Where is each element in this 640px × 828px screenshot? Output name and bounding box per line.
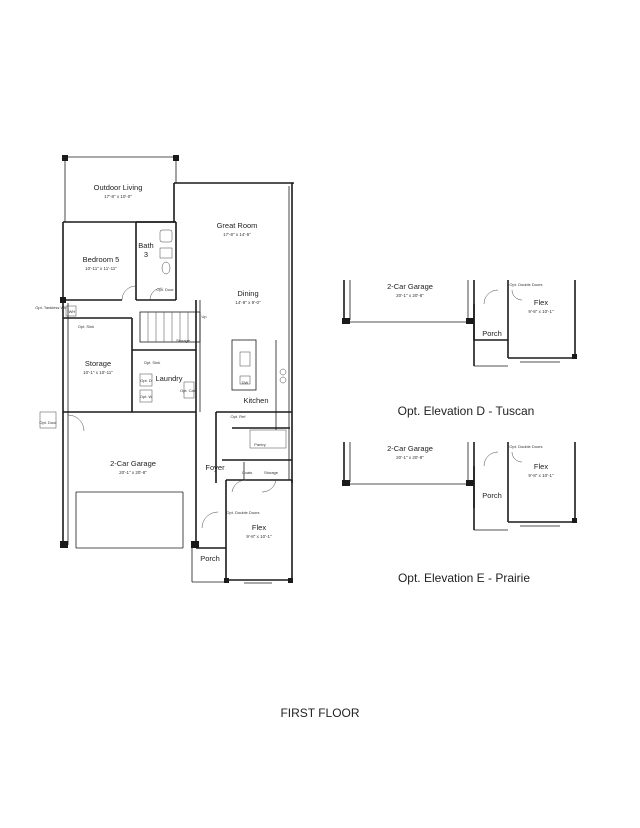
bath-3-walls [136,221,177,301]
coats-label: Coats [242,470,252,475]
elev-d-opt-double-doors: Opt. Double Doors [509,282,542,287]
kitchen-counters [216,339,292,449]
elev-e-garage-dim: 20'-1" x 20'-8" [396,455,424,460]
laundry-opt-dryer: Opt. D [140,378,152,383]
staircase [139,300,201,412]
porch-label: Porch [200,554,220,563]
great-room-dim: 17'-8" x 14'-5" [223,232,251,237]
elev-e-flex-dim: 9'-8" x 10'-1" [528,473,554,478]
flex-label: Flex [252,523,266,532]
dining-dim: 14'-8" x 9'-0" [235,300,261,305]
elev-d-porch-label: Porch [482,329,502,338]
elev-e-opt-double-doors: Opt. Double Doors [509,444,542,449]
elevation-e-plan [342,442,577,531]
dining-label: Dining [237,289,258,298]
foyer-flex-porch-walls [191,412,293,584]
garage-opt-door: Opt. Door [39,420,57,425]
storage-label: Storage [85,359,111,368]
elev-d-garage-label: 2-Car Garage [387,282,433,291]
elev-e-flex-label: Flex [534,462,548,471]
elev-d-flex-dim: 9'-8" x 10'-1" [528,309,554,314]
bath-3-number: 3 [144,250,148,259]
laundry-label: Laundry [155,374,182,383]
laundry-opt-sink: Opt. Sink [144,360,160,365]
outdoor-living-label: Outdoor Living [94,183,143,192]
elev-d-garage-dim: 20'-1" x 20'-8" [396,293,424,298]
stair-storage-label: Storage [176,338,191,343]
great-room-walls [173,182,294,483]
outdoor-living-area [62,155,179,222]
laundry-walls [132,349,196,403]
elev-d-flex-label: Flex [534,298,548,307]
laundry-opt-cab: Opt. Cab [180,388,197,393]
elevation-e-labels: 2-Car Garage 20'-1" x 20'-8" Opt. Double… [387,444,554,585]
garage-label: 2-Car Garage [110,459,156,468]
elev-e-garage-label: 2-Car Garage [387,444,433,453]
elev-e-caption: Opt. Elevation E - Prairie [398,571,530,585]
kitchen-label: Kitchen [243,396,268,405]
bedroom-5-dim: 10'-11" x 11'-11" [85,266,117,271]
stair-up-label: Up [201,314,207,319]
pantry-label: Pantry [254,442,266,447]
opt-tankless-label: Opt. Tankless Wtr [35,305,67,310]
garage-storage-walls [39,297,199,549]
bedroom-5-label: Bedroom 5 [83,255,120,264]
foyer-storage-label: Storage [264,470,279,475]
foyer-label: Foyer [205,463,225,472]
elev-d-caption: Opt. Elevation D - Tuscan [398,404,535,418]
outdoor-living-dim: 17'-8" x 10'-0" [104,194,132,199]
main-plan-labels: Outdoor Living 17'-8" x 10'-0" Great Roo… [35,183,279,563]
elevation-d-plan [342,280,577,367]
elev-e-porch-label: Porch [482,491,502,500]
garage-dim: 20'-1" x 20'-8" [119,470,147,475]
elevation-d-labels: 2-Car Garage 20'-1" x 20'-8" Opt. Double… [387,282,554,418]
opt-sink-label: Opt. Sink [78,324,94,329]
flex-opt-double-doors: Opt. Double Doors [226,510,259,515]
bath-3-label: Bath [138,241,153,250]
wh-label: WH [69,309,76,314]
floor-title: FIRST FLOOR [280,706,359,720]
laundry-opt-washer: Opt. W [140,394,153,399]
opt-ref-label: Opt. Ref [231,414,247,419]
main-floor-plan [39,155,294,584]
flex-dim: 9'-8" x 10'-1" [246,534,272,539]
storage-dim: 10'-1" x 10'-11" [83,370,113,375]
great-room-label: Great Room [217,221,258,230]
dishwasher-label: DW [242,380,249,385]
bath-opt-door: Opt. Door [156,287,174,292]
